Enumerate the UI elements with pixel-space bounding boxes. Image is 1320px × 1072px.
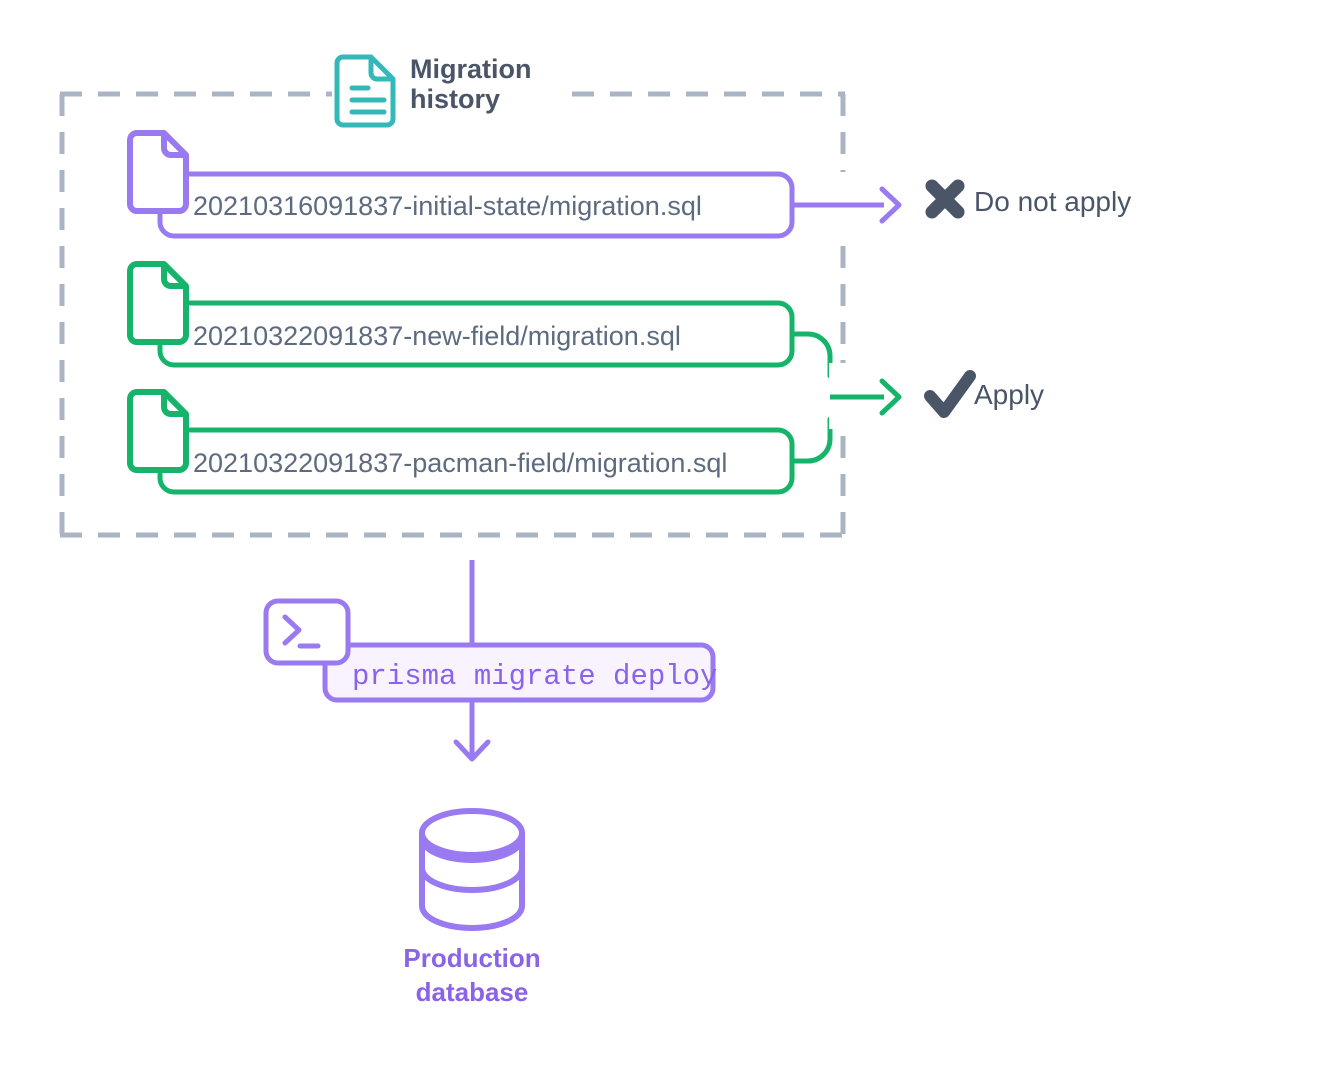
command-pill-bg[interactable] (322, 642, 716, 703)
migration-label-2: 20210322091837-new-field/migration.sql (193, 321, 681, 351)
command-text: prisma migrate deploy (352, 660, 717, 693)
migration-label-3: 20210322091837-pacman-field/migration.sq… (193, 448, 727, 478)
database-cylinder-icon (419, 808, 525, 931)
terminal-prompt-icon (263, 598, 351, 666)
database-label-line1: Production (403, 943, 540, 973)
outcome-label-do-not-apply: Do not apply (974, 186, 1131, 217)
command-pill[interactable]: prisma migrate deploy (322, 642, 717, 703)
migration-row-3[interactable]: 20210322091837-pacman-field/migration.sq… (127, 389, 795, 495)
migration-label-1: 20210316091837-initial-state/migration.s… (193, 191, 702, 221)
arrow-head-1 (879, 186, 902, 224)
apply-merge-bracket (789, 331, 902, 464)
check-mark-icon (924, 370, 976, 418)
document-icon (334, 54, 396, 128)
migration-history-title-line1: Migration (410, 54, 532, 84)
file-icon-1 (127, 130, 189, 214)
migration-history-title-line2: history (410, 84, 500, 114)
migration-row-2[interactable]: 20210322091837-new-field/migration.sql (127, 261, 795, 368)
x-mark-icon (925, 179, 965, 219)
file-icon-3 (127, 389, 189, 473)
migration-history-dashed-box (59, 91, 846, 538)
arrow-head-apply (879, 378, 902, 416)
flow-arrow-head (453, 739, 491, 762)
outcome-label-apply: Apply (974, 379, 1044, 410)
migration-row-1[interactable]: 20210316091837-initial-state/migration.s… (127, 130, 902, 239)
database-label-line2: database (416, 977, 529, 1007)
file-icon-2 (127, 261, 189, 345)
